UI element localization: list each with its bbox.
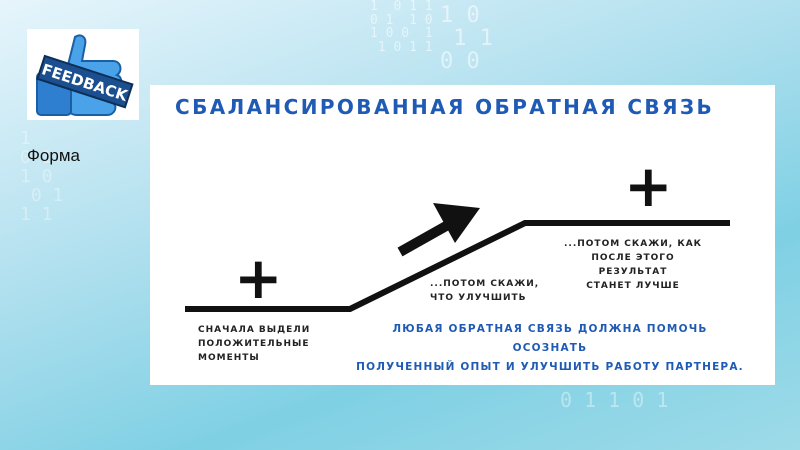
background-digits: 1 0 1 1 0 0 bbox=[440, 3, 493, 75]
step3-line: ...ПОТОМ СКАЖИ, КАК bbox=[563, 239, 703, 249]
background-digits: 1 0 1 1 0 1 1 0 1 0 0 1 1 0 1 1 bbox=[370, 0, 433, 55]
thumbs-up-icon: FEEDBACK bbox=[36, 34, 134, 116]
summary-line: ПОЛУЧЕННЫЙ ОПЫТ И УЛУЧШИТЬ РАБОТУ ПАРТНЕ… bbox=[356, 361, 744, 373]
step1-label: СНАЧАЛА ВЫДЕЛИ ПОЛОЖИТЕЛЬНЫЕ МОМЕНТЫ bbox=[198, 323, 310, 365]
diagram-card: СБАЛАНСИРОВАННАЯ ОБРАТНАЯ СВЯЗЬ + + СНАЧ… bbox=[150, 85, 775, 385]
step2-line: ...ПОТОМ СКАЖИ, bbox=[430, 279, 540, 289]
plus-sign-positive: + bbox=[234, 244, 283, 312]
step3-line: ПОСЛЕ ЭТОГО РЕЗУЛЬТАТ bbox=[591, 253, 675, 277]
feedback-path-diagram bbox=[185, 203, 730, 312]
diagram-title: СБАЛАНСИРОВАННАЯ ОБРАТНАЯ СВЯЗЬ bbox=[175, 95, 715, 119]
step3-line: СТАНЕТ ЛУЧШЕ bbox=[586, 281, 680, 291]
step1-line: СНАЧАЛА ВЫДЕЛИ bbox=[198, 325, 311, 335]
step2-line: ЧТО УЛУЧШИТЬ bbox=[430, 293, 527, 303]
step2-label: ...ПОТОМ СКАЖИ, ЧТО УЛУЧШИТЬ bbox=[430, 277, 539, 305]
feedback-path-line bbox=[185, 220, 730, 312]
background-digits: 0 1 1 0 1 bbox=[560, 388, 669, 412]
step3-label: ...ПОТОМ СКАЖИ, КАК ПОСЛЕ ЭТОГО РЕЗУЛЬТА… bbox=[558, 237, 708, 293]
plus-sign-improve: + bbox=[624, 152, 673, 220]
step1-line: ПОЛОЖИТЕЛЬНЫЕ bbox=[198, 339, 310, 349]
rising-arrow-icon bbox=[397, 203, 480, 257]
summary-text: ЛЮБАЯ ОБРАТНАЯ СВЯЗЬ ДОЛЖНА ПОМОЧЬ ОСОЗН… bbox=[355, 320, 745, 377]
side-label: Форма bbox=[27, 146, 80, 165]
summary-line: ЛЮБАЯ ОБРАТНАЯ СВЯЗЬ ДОЛЖНА ПОМОЧЬ ОСОЗН… bbox=[392, 323, 708, 354]
step1-line: МОМЕНТЫ bbox=[198, 353, 260, 363]
feedback-logo: FEEDBACK bbox=[27, 29, 139, 120]
background-digits: 1 0 1 1 0 0 1 1 1 bbox=[20, 128, 64, 225]
